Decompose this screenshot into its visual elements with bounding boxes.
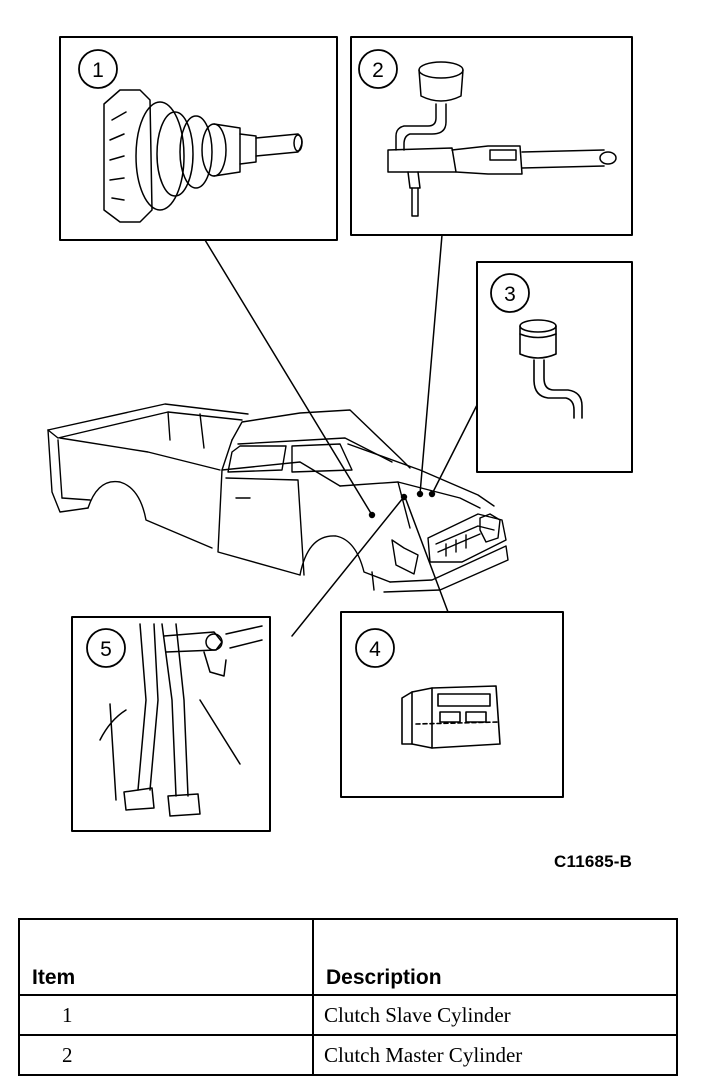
callout-number: 5 xyxy=(100,638,112,661)
callout-box-5 xyxy=(71,616,271,832)
callout-number: 4 xyxy=(369,638,381,661)
clutch-pedal-illustration xyxy=(99,623,263,817)
clutch-master-cylinder-illustration xyxy=(387,61,617,217)
legend-item-number: 1 xyxy=(18,994,314,1036)
legend-item-description: Clutch Master Cylinder xyxy=(312,1034,678,1076)
callout-number-circle xyxy=(490,273,530,313)
leader-dot xyxy=(416,490,424,498)
legend-header-row: Item Description xyxy=(18,918,678,996)
callout-number: 2 xyxy=(372,59,384,82)
callout-box-2 xyxy=(350,36,633,236)
callout-box-3 xyxy=(476,261,633,473)
callout-number: 1 xyxy=(92,59,104,82)
callout-number-circle xyxy=(358,49,398,89)
figure-code: C11685-B xyxy=(554,852,633,871)
component-location-diagram: 1 2 3 4 xyxy=(47,36,633,832)
leader-dot xyxy=(428,490,436,498)
table-row: 2 Clutch Master Cylinder xyxy=(18,1034,678,1076)
callout-box-1 xyxy=(59,36,338,241)
leader-lines xyxy=(204,234,478,637)
legend-item-number: 2 xyxy=(18,1034,314,1076)
callout-number-circle xyxy=(78,49,118,89)
clutch-slave-cylinder-illustration xyxy=(103,89,303,223)
leader-dot xyxy=(368,511,376,519)
legend-header-item: Item xyxy=(18,918,314,996)
callout-number-circle xyxy=(355,628,395,668)
pickup-truck-illustration xyxy=(47,403,509,593)
table-row: 1 Clutch Slave Cylinder xyxy=(18,994,678,1036)
connector-illustration xyxy=(401,685,501,749)
callout-number: 3 xyxy=(504,283,516,306)
legend-table: Item Description 1 Clutch Slave Cylinder… xyxy=(18,918,678,1076)
callout-number-circle xyxy=(86,628,126,668)
legend-header-description: Description xyxy=(312,918,678,996)
reservoir-illustration xyxy=(519,319,583,419)
callout-box-4 xyxy=(340,611,564,798)
legend-item-description: Clutch Slave Cylinder xyxy=(312,994,678,1036)
